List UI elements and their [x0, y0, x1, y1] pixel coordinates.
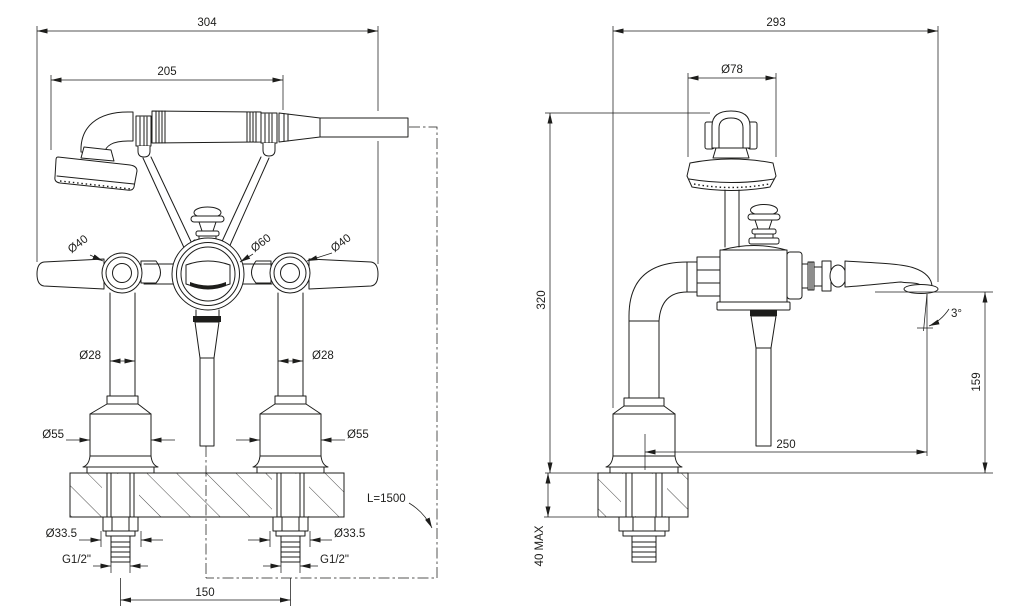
dim-right-thread-label: G1/2"	[320, 554, 349, 566]
dim-max-deck-thickness: 40 MAX	[534, 473, 597, 566]
dim-left-column-diameter-label: Ø28	[79, 350, 101, 362]
dim-left-hole-diameter-label: Ø33.5	[46, 528, 77, 540]
dim-left-thread: G1/2"	[62, 554, 148, 573]
dim-right-handle-diameter-label: Ø40	[329, 232, 354, 255]
front-deck-section	[69, 472, 345, 518]
dim-overall-width: 304	[36, 17, 379, 264]
dim-handset-head-diameter: Ø78	[687, 64, 777, 157]
side-center-outlet	[750, 310, 777, 447]
side-deck-section	[597, 472, 689, 563]
front-view: 304 205 L=1500	[36, 17, 438, 606]
dim-left-base-diameter-label: Ø55	[42, 429, 64, 441]
dim-right-base-diameter-label: Ø55	[347, 429, 369, 441]
dim-left-hole-diameter: Ø33.5	[46, 528, 163, 547]
dim-overall-height-label: 320	[536, 290, 548, 309]
dim-right-column-diameter: Ø28	[278, 350, 334, 364]
diverter-body	[143, 206, 273, 311]
handset-head-side	[686, 158, 777, 191]
hose-connector	[278, 112, 321, 143]
handset-head	[54, 156, 138, 191]
hand-shower	[54, 110, 409, 191]
dim-center-body-diameter-label: Ø60	[249, 232, 274, 255]
dim-right-handle-diameter: Ø40	[306, 232, 354, 262]
dim-overall-width-label: 304	[197, 17, 217, 29]
dim-right-hole-diameter: Ø33.5	[248, 528, 365, 547]
handset-collar	[80, 146, 115, 162]
side-elbow-column	[605, 261, 698, 474]
dim-handset-length: 205	[50, 66, 284, 150]
dim-spout-angle-label: 3°	[951, 308, 962, 320]
dim-spout-height-label: 159	[971, 372, 983, 391]
handset-elbow	[80, 111, 134, 154]
dim-max-deck-thickness-label: 40 MAX	[534, 525, 546, 566]
side-view: 293 Ø78 320 40 MAX	[534, 17, 993, 566]
hose-length-label: L=1500	[367, 493, 406, 505]
dim-spout-angle: 3°	[917, 293, 962, 332]
dim-overall-depth: 293	[612, 17, 939, 408]
side-body	[696, 204, 791, 311]
right-fixing	[272, 516, 309, 563]
dim-right-column-diameter-label: Ø28	[312, 350, 334, 362]
dim-left-thread-label: G1/2"	[62, 554, 91, 566]
hose-centerline: L=1500	[205, 126, 438, 579]
dim-spout-projection: 250	[644, 294, 928, 470]
hex-nut	[696, 256, 721, 297]
handset-side	[686, 110, 777, 248]
spout-outlet	[903, 284, 939, 294]
dim-overall-depth-label: 293	[766, 17, 785, 29]
left-fixing	[102, 516, 139, 563]
cradle-bracket-arms	[142, 156, 270, 253]
dim-left-handle-diameter-label: Ø40	[66, 233, 91, 256]
dim-right-thread: G1/2"	[263, 554, 349, 573]
spout	[786, 251, 939, 300]
hose	[319, 117, 409, 138]
dim-spout-height: 159	[875, 291, 993, 473]
dim-right-base-diameter: Ø55	[236, 429, 369, 447]
dim-tap-hole-centres-label: 150	[195, 587, 214, 599]
dim-spout-projection-label: 250	[776, 439, 795, 451]
dim-left-base-diameter: Ø55	[42, 429, 175, 447]
dim-center-body-diameter: Ø60	[239, 232, 274, 263]
dim-left-column-diameter: Ø28	[79, 350, 135, 364]
left-lever-handle	[36, 252, 161, 294]
center-outlet	[193, 309, 221, 447]
right-column	[252, 292, 329, 474]
dim-handset-head-diameter-label: Ø78	[721, 64, 743, 76]
left-column	[82, 292, 159, 474]
spray-face-dots	[59, 180, 132, 190]
dim-left-handle-diameter: Ø40	[66, 233, 104, 262]
dim-tap-hole-centres: 150	[120, 578, 291, 606]
dim-handset-length-label: 205	[157, 66, 176, 78]
dim-right-hole-diameter-label: Ø33.5	[334, 528, 365, 540]
handset-grip	[151, 110, 262, 144]
right-lever-handle	[251, 252, 379, 294]
